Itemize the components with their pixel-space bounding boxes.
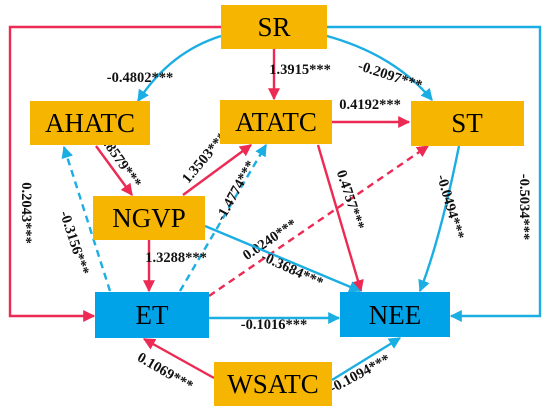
edge-coefficient-label: 0.4192*** [339, 97, 401, 113]
edge-et-to-nee: -0.1016*** [209, 312, 341, 333]
edge-coefficient-label: 0.4757*** [333, 168, 367, 232]
nodes-layer: SR AHATC ATATC ST NGVP ET NEE WSATC [30, 5, 524, 406]
edge-line [8, 25, 221, 322]
edge-sr-to-ahatc: -0.4802*** [107, 34, 222, 103]
edge-line [204, 224, 362, 293]
edge-line [178, 143, 268, 292]
node-sr: SR [221, 5, 327, 49]
edge-line [331, 336, 402, 382]
node-st: ST [411, 101, 524, 146]
edge-line [136, 34, 222, 103]
node-ahatc: AHATC [30, 101, 150, 145]
edge-coefficient-label: -0.1016*** [241, 317, 307, 333]
edge-line [95, 145, 133, 196]
edges-layer: -0.4802*** 1.3915***-0.2097*** 0.2043*** -0… [8, 25, 542, 397]
edge-sr-to-st: -0.2097*** [326, 34, 433, 101]
edge-line [61, 145, 112, 292]
edge-coefficient-label: 1.3288*** [145, 250, 207, 266]
edge-sr-to-et: 0.2043*** [8, 25, 221, 322]
edge-line [182, 144, 252, 196]
edge-coefficient-label: -0.3684*** [258, 249, 325, 292]
node-wsatc-label: WSATC [227, 369, 319, 399]
edge-coefficient-label: 0.1069*** [134, 350, 195, 395]
edge-coefficient-label: -0.5034*** [516, 174, 532, 240]
node-atatc: ATATC [220, 100, 332, 144]
edge-line [208, 145, 429, 297]
node-ngvp: NGVP [93, 196, 205, 240]
edge-atatc-to-nee: 0.4757*** [316, 144, 367, 293]
node-nee: NEE [340, 292, 450, 337]
edge-line [326, 34, 433, 101]
node-ngvp-label: NGVP [112, 203, 186, 233]
edge-line [327, 25, 542, 322]
node-sr-label: SR [257, 12, 290, 42]
edge-wsatc-to-nee: -0.1094*** [327, 336, 402, 397]
edge-coefficient-label: 0.2043*** [18, 182, 34, 244]
node-ahatc-label: AHATC [45, 108, 135, 138]
node-st-label: ST [451, 108, 483, 138]
edge-line [418, 145, 461, 293]
edge-atatc-to-st: 0.4192*** [332, 97, 411, 128]
node-atatc-label: ATATC [235, 107, 317, 137]
node-et-label: ET [136, 300, 169, 330]
edge-sr-to-nee: -0.5034*** [327, 25, 542, 322]
edge-wsatc-to-et: 0.1069*** [134, 337, 215, 395]
edge-line [142, 337, 215, 380]
edge-coefficient-label: 1.3915*** [269, 62, 331, 78]
edge-ngvp-to-et: 1.3288*** [143, 240, 207, 293]
edge-coefficient-label: -0.4802*** [107, 70, 173, 86]
edge-line [316, 144, 364, 293]
edge-st-to-nee: -0.0494*** [418, 145, 467, 293]
node-nee-label: NEE [369, 300, 421, 330]
node-wsatc: WSATC [214, 362, 332, 406]
edge-coefficient-label: -0.1094*** [327, 351, 393, 396]
edge-sr-to-atatc: 1.3915*** [268, 49, 331, 101]
node-et: ET [95, 292, 209, 338]
